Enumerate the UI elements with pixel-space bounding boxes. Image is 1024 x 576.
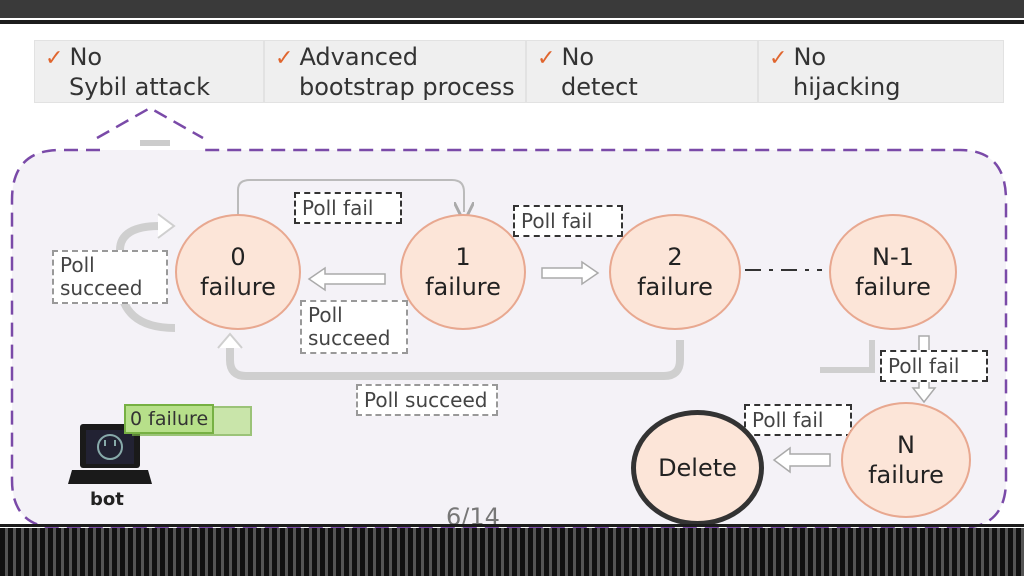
feature-no-detect: ✓No detect: [526, 40, 758, 103]
return-path-n1: [820, 340, 875, 373]
label-poll-succeed-1-0: Poll succeed: [300, 300, 408, 354]
feature-no-sybil: ✓No Sybil attack: [34, 40, 264, 103]
state-word: failure: [637, 273, 713, 301]
feature-no-hijacking: ✓No hijacking: [758, 40, 1004, 103]
laptop-icon: [68, 424, 152, 484]
state-number: 0: [230, 243, 246, 271]
state-0-failure: 0 failure: [175, 214, 301, 330]
feature-list: ✓No Sybil attack ✓Advanced bootstrap pro…: [34, 40, 1004, 103]
top-bar: [0, 0, 1024, 18]
label-poll-succeed-loop: Poll succeed: [52, 250, 168, 304]
label-poll-fail-n1-n: Poll fail: [880, 350, 988, 382]
return-path: [226, 340, 684, 380]
feature-bootstrap: ✓Advanced bootstrap process: [264, 40, 526, 103]
check-icon: ✓: [537, 46, 556, 71]
state-word: failure: [425, 273, 501, 301]
label-poll-fail-0-1: Poll fail: [294, 192, 402, 224]
frame-pointer: [96, 106, 204, 140]
state-number: N-1: [872, 243, 914, 271]
state-number: 1: [455, 243, 471, 271]
label-text: Poll succeed: [60, 253, 143, 300]
feature-line: detect: [561, 73, 638, 101]
bot-status-badge: 0 failure: [124, 404, 215, 434]
bottom-divider: [0, 524, 1024, 527]
state-delete: Delete: [631, 410, 764, 526]
check-icon: ✓: [45, 46, 64, 71]
self-loop-arrowhead: [157, 213, 176, 239]
feature-line: No: [69, 43, 103, 71]
state-word: failure: [868, 461, 944, 489]
feature-line: No: [561, 43, 595, 71]
label-poll-fail-1-2: Poll fail: [513, 205, 623, 237]
check-icon: ✓: [275, 46, 294, 71]
arc-0-to-1: [237, 179, 464, 215]
pointer-shadow: [140, 140, 170, 146]
feature-line: hijacking: [793, 73, 901, 101]
label-poll-succeed-return: Poll succeed: [356, 384, 498, 416]
state-word: failure: [855, 273, 931, 301]
feature-line: bootstrap process: [299, 73, 515, 101]
feature-line: Sybil attack: [69, 73, 210, 101]
bot-label: bot: [90, 489, 124, 510]
check-icon: ✓: [769, 46, 788, 71]
state-number: 2: [667, 243, 683, 271]
state-1-failure: 1 failure: [400, 214, 526, 330]
state-word: failure: [200, 273, 276, 301]
bottom-bar: [0, 528, 1024, 576]
state-number: N: [897, 431, 915, 459]
arrow-n-to-delete: [772, 446, 831, 474]
state-n-failure: N failure: [841, 402, 971, 518]
arrow-1-to-2: [541, 260, 600, 286]
arrow-1-to-0: [307, 266, 386, 292]
return-arrowhead: [217, 332, 243, 349]
feature-line: Advanced: [299, 43, 418, 71]
state-n1-failure: N-1 failure: [829, 214, 957, 330]
label-poll-fail-n-delete: Poll fail: [744, 404, 852, 436]
top-divider: [0, 20, 1024, 24]
feature-line: No: [793, 43, 827, 71]
state-2-failure: 2 failure: [609, 214, 741, 330]
